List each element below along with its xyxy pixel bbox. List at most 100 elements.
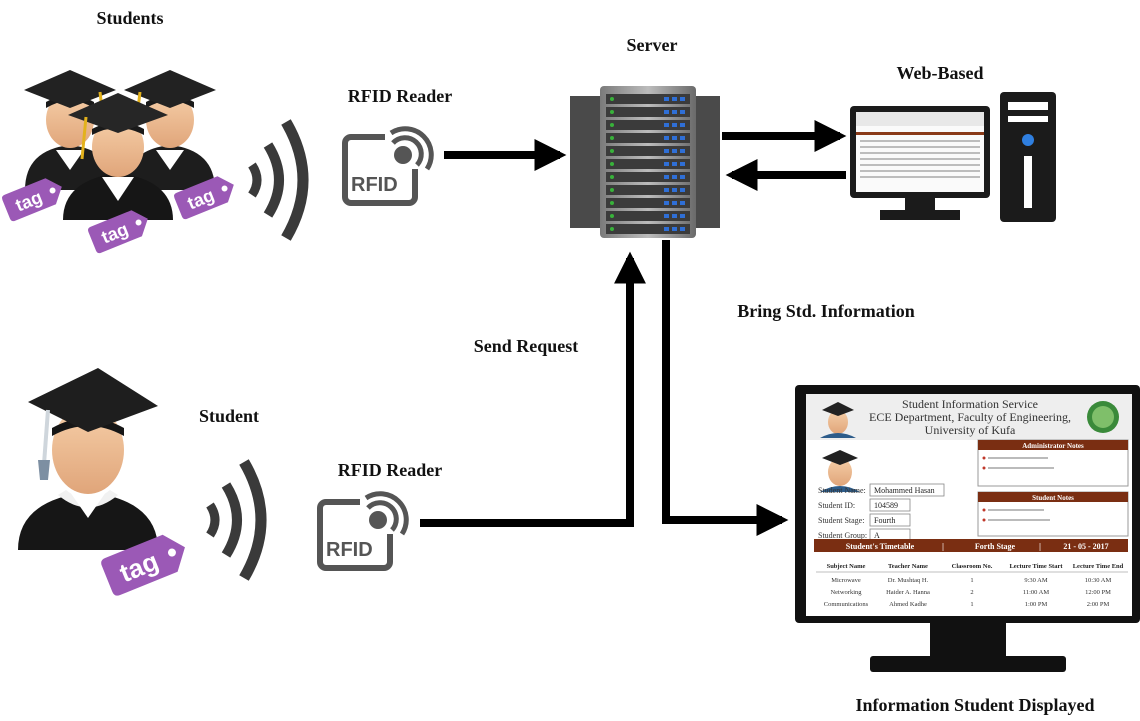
- screen-field-box: [869, 498, 911, 512]
- server-activity-led: [664, 201, 669, 205]
- rfid-reader-icon: RFID: [342, 125, 434, 206]
- server-status-led: [610, 110, 614, 114]
- server-activity-led: [680, 149, 685, 153]
- screen-table-header: Classroom No.: [952, 563, 993, 570]
- server-activity-led: [664, 175, 669, 179]
- screen-field-box: [869, 513, 911, 527]
- server-activity-led: [680, 175, 685, 179]
- rfid-label: RFID: [351, 174, 398, 196]
- label-rfid-reader-top: RFID Reader: [348, 86, 452, 106]
- server-rack-unit: [606, 159, 690, 169]
- screen-field-label: Student Group:: [818, 531, 867, 540]
- server-rack-unit: [606, 198, 690, 208]
- server-activity-led: [664, 97, 669, 101]
- screen-table-cell: Communications: [824, 601, 869, 608]
- server-activity-led: [680, 136, 685, 140]
- server-activity-led: [664, 149, 669, 153]
- server-activity-led: [680, 123, 685, 127]
- svg-text:|: |: [1039, 542, 1041, 551]
- server-status-led: [610, 201, 614, 205]
- label-student: Student: [199, 406, 259, 426]
- screen-field-label: Student Name:: [818, 486, 866, 495]
- server-status-led: [610, 175, 614, 179]
- server-rack-unit: [606, 133, 690, 143]
- server-activity-led: [672, 97, 677, 101]
- rfid-reader-icon: RFID: [317, 490, 409, 571]
- screen-field-label: Student Stage:: [818, 516, 864, 525]
- server-activity-led: [672, 175, 677, 179]
- server-rack-unit: [606, 146, 690, 156]
- screen-table-cell: Networking: [830, 589, 862, 596]
- screen-table-cell: 1: [970, 577, 973, 584]
- timetable-title: Student's Timetable: [846, 542, 915, 551]
- server-status-led: [610, 149, 614, 153]
- server-rack-unit: [606, 224, 690, 234]
- svg-text:|: |: [942, 542, 944, 551]
- label-send-request: Send Request: [474, 336, 579, 356]
- server-icon: [570, 86, 720, 238]
- screen-table-header: Lecture Time Start: [1009, 563, 1063, 570]
- desktop-computer-icon: [850, 92, 1056, 222]
- label-information-displayed: Information Student Displayed: [855, 695, 1094, 715]
- server-activity-led: [680, 188, 685, 192]
- student-icon: [18, 368, 158, 550]
- tag-icon: tag: [88, 210, 148, 254]
- screen-field-box: [869, 483, 945, 497]
- students-group-icon: [24, 70, 216, 220]
- screen-table-cell: Microwave: [831, 577, 861, 584]
- wireless-signal-icon: [248, 119, 309, 241]
- label-web-based: Web-Based: [896, 63, 983, 83]
- server-activity-led: [672, 162, 677, 166]
- server-status-led: [610, 162, 614, 166]
- server-activity-led: [680, 110, 685, 114]
- server-rack-unit: [606, 107, 690, 117]
- server-rack-unit: [606, 185, 690, 195]
- server-activity-led: [680, 97, 685, 101]
- screen-header-line2: ECE Department, Faculty of Engineering,: [869, 410, 1071, 424]
- label-bring-information: Bring Std. Information: [737, 301, 915, 321]
- server-activity-led: [664, 110, 669, 114]
- screen-field-value: Mohammed Hasan: [874, 486, 935, 495]
- screen-table-cell: 1: [970, 601, 973, 608]
- server-activity-led: [680, 214, 685, 218]
- server-activity-led: [664, 162, 669, 166]
- arrow-bring-information: [662, 240, 789, 536]
- server-rack-unit: [606, 120, 690, 130]
- server-status-led: [610, 97, 614, 101]
- screen-field-value: A: [874, 531, 880, 540]
- server-status-led: [610, 188, 614, 192]
- server-activity-led: [664, 214, 669, 218]
- screen-table-cell: 2:00 PM: [1087, 601, 1110, 608]
- server-activity-led: [664, 123, 669, 127]
- screen-table-cell: Dr. Mushtaq H.: [888, 577, 929, 584]
- server-rack-unit: [606, 94, 690, 104]
- server-activity-led: [672, 201, 677, 205]
- screen-header-line1: Student Information Service: [902, 397, 1038, 411]
- label-rfid-reader-bottom: RFID Reader: [338, 460, 442, 480]
- screen-table-cell: Haider A. Hanna: [886, 589, 930, 596]
- server-rack-unit: [606, 172, 690, 182]
- label-server: Server: [627, 35, 678, 55]
- screen-table-cell: 12:00 PM: [1085, 589, 1111, 596]
- screen-field-value: 104589: [874, 501, 898, 510]
- server-status-led: [610, 136, 614, 140]
- server-activity-led: [664, 136, 669, 140]
- server-status-led: [610, 227, 614, 231]
- screen-table-cell: Ahmed Kadhe: [889, 601, 927, 608]
- server-activity-led: [672, 110, 677, 114]
- timetable-stage: Forth Stage: [975, 542, 1016, 551]
- screen-table-cell: 10:30 AM: [1085, 577, 1112, 584]
- screen-table-cell: 1:00 PM: [1025, 601, 1048, 608]
- screen-table-cell: 2: [970, 589, 973, 596]
- screen-table-header: Subject Name: [827, 563, 866, 570]
- admin-notes-title: Administrator Notes: [1022, 442, 1084, 450]
- screen-table-cell: 11:00 AM: [1023, 589, 1050, 596]
- server-status-led: [610, 214, 614, 218]
- timetable-date: 21 - 05 - 2017: [1063, 542, 1108, 551]
- server-activity-led: [672, 227, 677, 231]
- server-activity-led: [672, 214, 677, 218]
- server-activity-led: [672, 188, 677, 192]
- label-students: Students: [96, 8, 163, 28]
- server-activity-led: [672, 123, 677, 127]
